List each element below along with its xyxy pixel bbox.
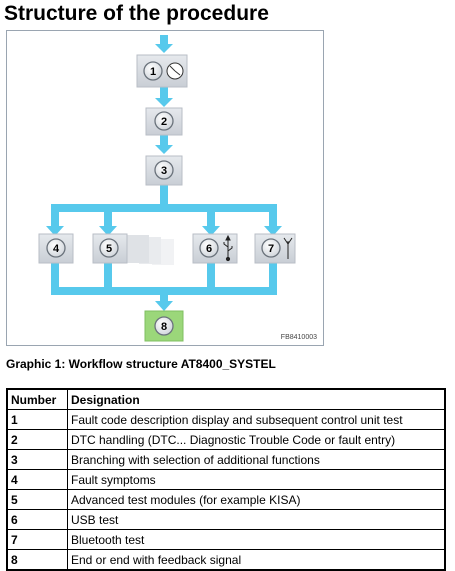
table-row: 8 End or end with feedback signal: [6, 549, 446, 571]
table-row: 6 USB test: [6, 509, 446, 530]
row-number: 5: [6, 489, 68, 510]
row-number: 6: [6, 509, 68, 530]
table-row: 1 Fault code description display and sub…: [6, 409, 446, 430]
step-box-2: 2: [145, 107, 183, 136]
row-number: 7: [6, 529, 68, 550]
flow-arrows: [46, 35, 282, 311]
step-label-8: 8: [161, 321, 167, 333]
antenna-icon: [283, 237, 293, 259]
step-box-5: 5: [92, 233, 174, 265]
row-designation: Fault code description display and subse…: [67, 409, 446, 430]
step-label-1: 1: [150, 66, 156, 78]
step-box-1: 1: [136, 54, 188, 88]
row-designation: DTC handling (DTC... Diagnostic Trouble …: [67, 429, 446, 450]
step-label-4: 4: [53, 243, 60, 255]
header-designation: Designation: [67, 388, 446, 410]
row-number: 3: [6, 449, 68, 470]
page-title: Structure of the procedure: [4, 2, 269, 25]
graphic-caption: Graphic 1: Workflow structure AT8400_SYS…: [6, 357, 276, 371]
step-label-7: 7: [268, 243, 274, 255]
step-box-3: 3: [145, 155, 183, 186]
table-row: 7 Bluetooth test: [6, 529, 446, 550]
workflow-diagram: 1 2 3 4: [38, 35, 296, 342]
row-number: 4: [6, 469, 68, 490]
row-designation: Branching with selection of additional f…: [67, 449, 446, 470]
table-row: 5 Advanced test modules (for example KIS…: [6, 489, 446, 510]
step-label-6: 6: [206, 243, 212, 255]
row-designation: Fault symptoms: [67, 469, 446, 490]
step-box-6: 6: [192, 233, 238, 264]
clock-icon: [166, 62, 184, 80]
workflow-graphic: 1 2 3 4: [6, 30, 324, 346]
step-label-5: 5: [106, 243, 112, 255]
row-number: 1: [6, 409, 68, 430]
row-number: 2: [6, 429, 68, 450]
row-designation: Bluetooth test: [67, 529, 446, 550]
graphic-reference-code: FB8410003: [280, 334, 317, 341]
table-row: 4 Fault symptoms: [6, 469, 446, 490]
legend-table: Number Designation 1 Fault code descript…: [6, 388, 446, 571]
usb-icon: [223, 234, 233, 262]
table-row: 3 Branching with selection of additional…: [6, 449, 446, 470]
header-number: Number: [6, 388, 68, 410]
step-box-8: 8: [144, 310, 184, 342]
table-header-row: Number Designation: [6, 388, 446, 410]
row-designation: End or end with feedback signal: [67, 549, 446, 571]
row-designation: Advanced test modules (for example KISA): [67, 489, 446, 510]
table-row: 2 DTC handling (DTC... Diagnostic Troubl…: [6, 429, 446, 450]
step-label-3: 3: [161, 165, 167, 177]
step-box-7: 7: [254, 233, 296, 264]
row-designation: USB test: [67, 509, 446, 530]
row-number: 8: [6, 549, 68, 571]
step-box-4: 4: [38, 233, 74, 264]
step-label-2: 2: [161, 116, 167, 128]
